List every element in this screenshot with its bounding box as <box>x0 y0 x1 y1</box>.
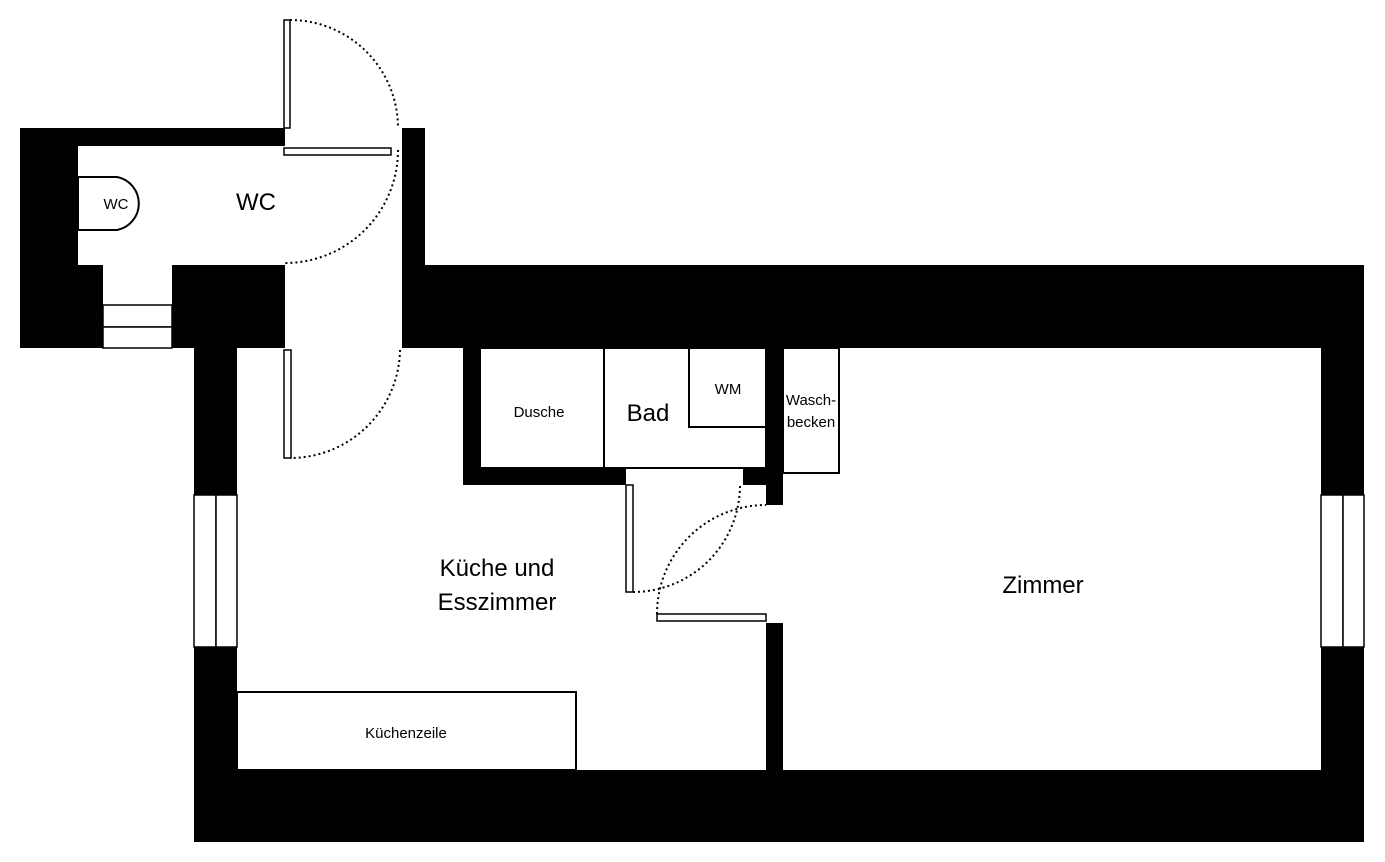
wall-partition-upper <box>766 348 783 505</box>
kitchen-counter-fixture <box>236 691 577 771</box>
wall-wc-top <box>20 128 285 146</box>
door-swing-bath <box>632 484 741 593</box>
wall-main-left-upper <box>194 348 237 495</box>
wall-wc-bottom-left <box>20 265 103 348</box>
wall-wc-right-post <box>402 128 425 265</box>
washing-machine-label: WM <box>715 381 742 398</box>
room-labels: WC Bad Küche und Esszimmer Zimmer <box>236 189 1084 616</box>
window-right <box>1320 494 1365 648</box>
sink-fixture <box>782 347 840 474</box>
door-leaf-kitchen <box>283 349 292 459</box>
room-label-zimmer: Zimmer <box>1002 572 1083 599</box>
room-label-wc: WC <box>236 189 276 216</box>
sink-label-line2: becken <box>787 414 835 431</box>
wall-main-bottom <box>194 770 1364 842</box>
doors <box>283 19 767 622</box>
door-leaf-wc-outer <box>283 19 291 129</box>
wall-wc-bottom-mid <box>172 265 285 348</box>
door-leaf-bath <box>625 484 634 593</box>
room-label-kitchen-line2: Esszimmer <box>438 589 557 616</box>
sink-label-line1: Wasch- <box>786 392 836 409</box>
windows <box>102 304 1365 648</box>
wall-bath-left <box>463 348 480 485</box>
room-label-bad: Bad <box>627 400 670 427</box>
fixtures: WC Dusche WM Wasch- becken Küchenzeile <box>77 176 840 771</box>
window-left <box>193 494 238 648</box>
wall-bath-bottom <box>463 468 626 485</box>
room-label-kitchen-line1: Küche und <box>440 555 555 582</box>
toilet-fixture <box>77 176 140 231</box>
shower-fixture <box>479 347 605 469</box>
walls <box>20 128 1364 842</box>
door-swing-wc-inner <box>284 149 399 264</box>
door-leaf-zimmer <box>656 613 767 622</box>
wall-main-right-upper <box>1321 265 1364 495</box>
toilet-label: WC <box>104 196 129 213</box>
wall-partition-lower <box>766 623 783 773</box>
window-wc <box>102 304 173 349</box>
door-swing-zimmer <box>656 504 767 615</box>
washing-machine-fixture <box>688 347 767 428</box>
shower-label: Dusche <box>514 404 565 421</box>
door-swing-kitchen <box>289 349 401 459</box>
wall-main-top <box>402 265 1364 348</box>
door-swing-wc-outer <box>289 19 399 129</box>
door-leaf-wc-inner <box>283 147 392 156</box>
kitchen-counter-label: Küchenzeile <box>365 725 447 742</box>
